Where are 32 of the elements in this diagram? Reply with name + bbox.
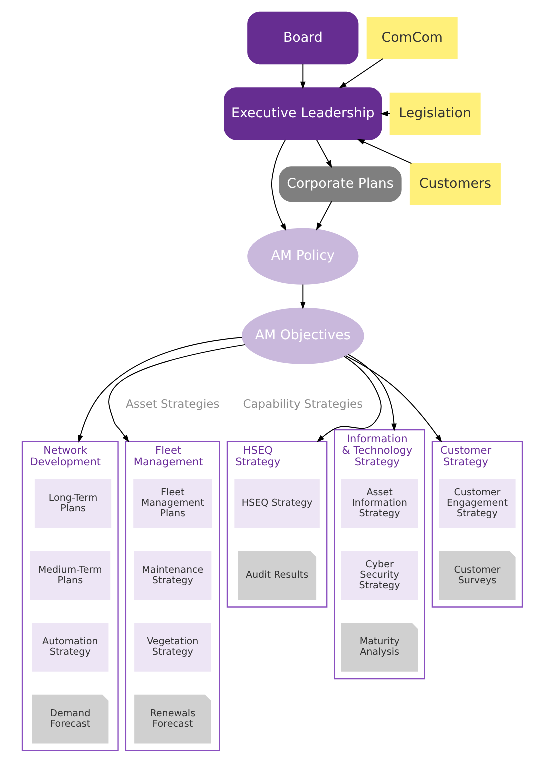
node-box: Legislation [389,92,480,136]
node-box: ComCom [366,17,458,60]
label: Capability Strategies [242,397,363,412]
node-box: Automation Strategy [32,623,108,672]
arrow [300,64,306,90]
arrow [316,201,332,231]
node-box: Medium-Term Plans [30,551,110,600]
node-box: Fleet Management Plans [133,479,212,528]
node-box: Maintenance Strategy [134,551,212,600]
node-box: Vegetation Strategy [134,623,211,672]
arrow [356,139,412,164]
arrow [270,139,286,232]
node-box: Executive Leadership [224,88,382,140]
node-ellipse: AM Policy [247,228,358,285]
arrow [78,337,242,443]
label: Asset Strategies [126,397,220,412]
arrow [108,344,246,443]
node-box: Board [247,12,358,65]
arrow [344,355,442,443]
arrow [347,354,396,432]
node-box: Corporate Plans [278,166,402,202]
node-ellipse: AM Objectives [241,308,364,364]
node-box: Customer Engagement Strategy [438,479,516,528]
arrow [300,284,306,310]
node-box: Asset Information Strategy [340,479,418,528]
arrow [316,356,382,442]
arrow [338,58,384,89]
arrow [316,140,332,168]
node-box: Customers [409,163,500,206]
node-box: HSEQ Strategy [234,479,320,528]
node-box: Cyber Security Strategy [340,551,418,600]
node-box: Long-Term Plans [34,479,112,528]
